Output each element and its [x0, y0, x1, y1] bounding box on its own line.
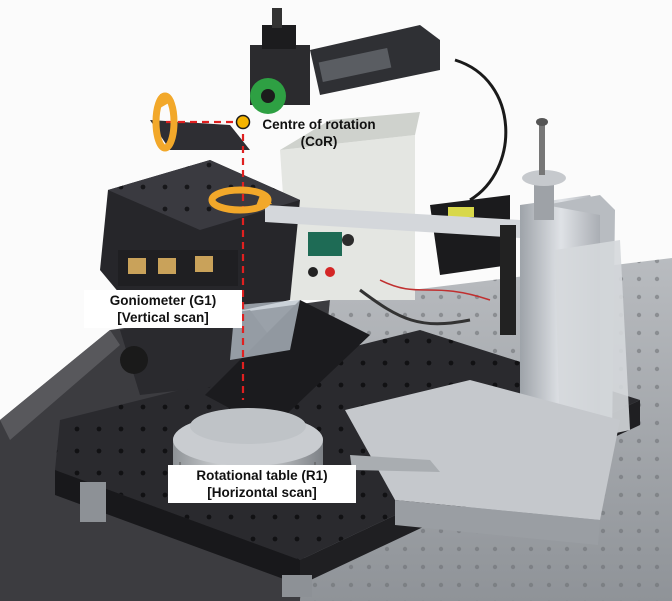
support-post — [282, 575, 312, 597]
rotation-arrow-horizontal-axis-icon — [152, 92, 178, 152]
label-goniometer: Goniometer (G1) [Vertical scan] — [84, 290, 242, 328]
rotation-arrow-vertical-axis-icon — [208, 186, 272, 214]
sample-holder — [230, 300, 300, 360]
horizontal-beam — [265, 205, 520, 238]
label-centre-of-rotation: Centre of rotation (CoR) — [238, 114, 400, 152]
label-cor-line1: Centre of rotation — [262, 117, 376, 132]
cor-marker-icon — [235, 114, 251, 130]
sample-plate — [205, 300, 370, 430]
label-cor-line2: (CoR) — [300, 134, 338, 149]
label-r1-line1: Rotational table (R1) — [196, 468, 328, 483]
xy-stage — [345, 380, 620, 520]
label-r1-line2: [Horizontal scan] — [207, 485, 317, 500]
label-g1-line1: Goniometer (G1) — [109, 293, 217, 308]
support-post — [80, 482, 106, 522]
label-rotational-table: Rotational table (R1) [Horizontal scan] — [168, 465, 356, 503]
display-panel — [308, 232, 342, 256]
label-g1-line2: [Vertical scan] — [117, 310, 209, 325]
